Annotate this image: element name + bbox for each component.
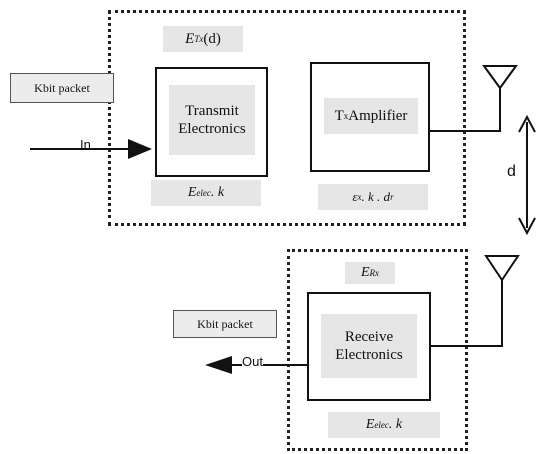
rx-packet-label: Kbit packet — [173, 310, 277, 338]
tx-energy-symbol: E — [185, 30, 195, 47]
distance-label: d — [507, 163, 516, 180]
output-label: Out — [242, 354, 263, 369]
receiver-region — [287, 249, 468, 451]
receive-electronics-block: Receive Electronics — [307, 292, 431, 401]
transmitter-region — [108, 10, 466, 226]
tx-packet-label: Kbit packet — [10, 73, 114, 103]
receive-electronics-label: Receive Electronics — [321, 314, 417, 378]
input-label: In — [80, 137, 91, 152]
rx-antenna-wire — [430, 278, 503, 347]
input-arrow — [30, 139, 152, 159]
tx-energy-suffix: (d) — [203, 30, 221, 47]
tx-antenna-wire — [428, 86, 501, 132]
tx-antenna-icon — [482, 65, 518, 90]
distance-arrow — [518, 114, 536, 236]
output-arrow — [205, 356, 307, 374]
tx-energy-sub: Tx — [194, 34, 204, 44]
transmit-electronics-label: Transmit Electronics — [169, 85, 255, 155]
transmit-electronics-block: Transmit Electronics — [155, 67, 268, 177]
rx-antenna-icon — [484, 255, 520, 282]
